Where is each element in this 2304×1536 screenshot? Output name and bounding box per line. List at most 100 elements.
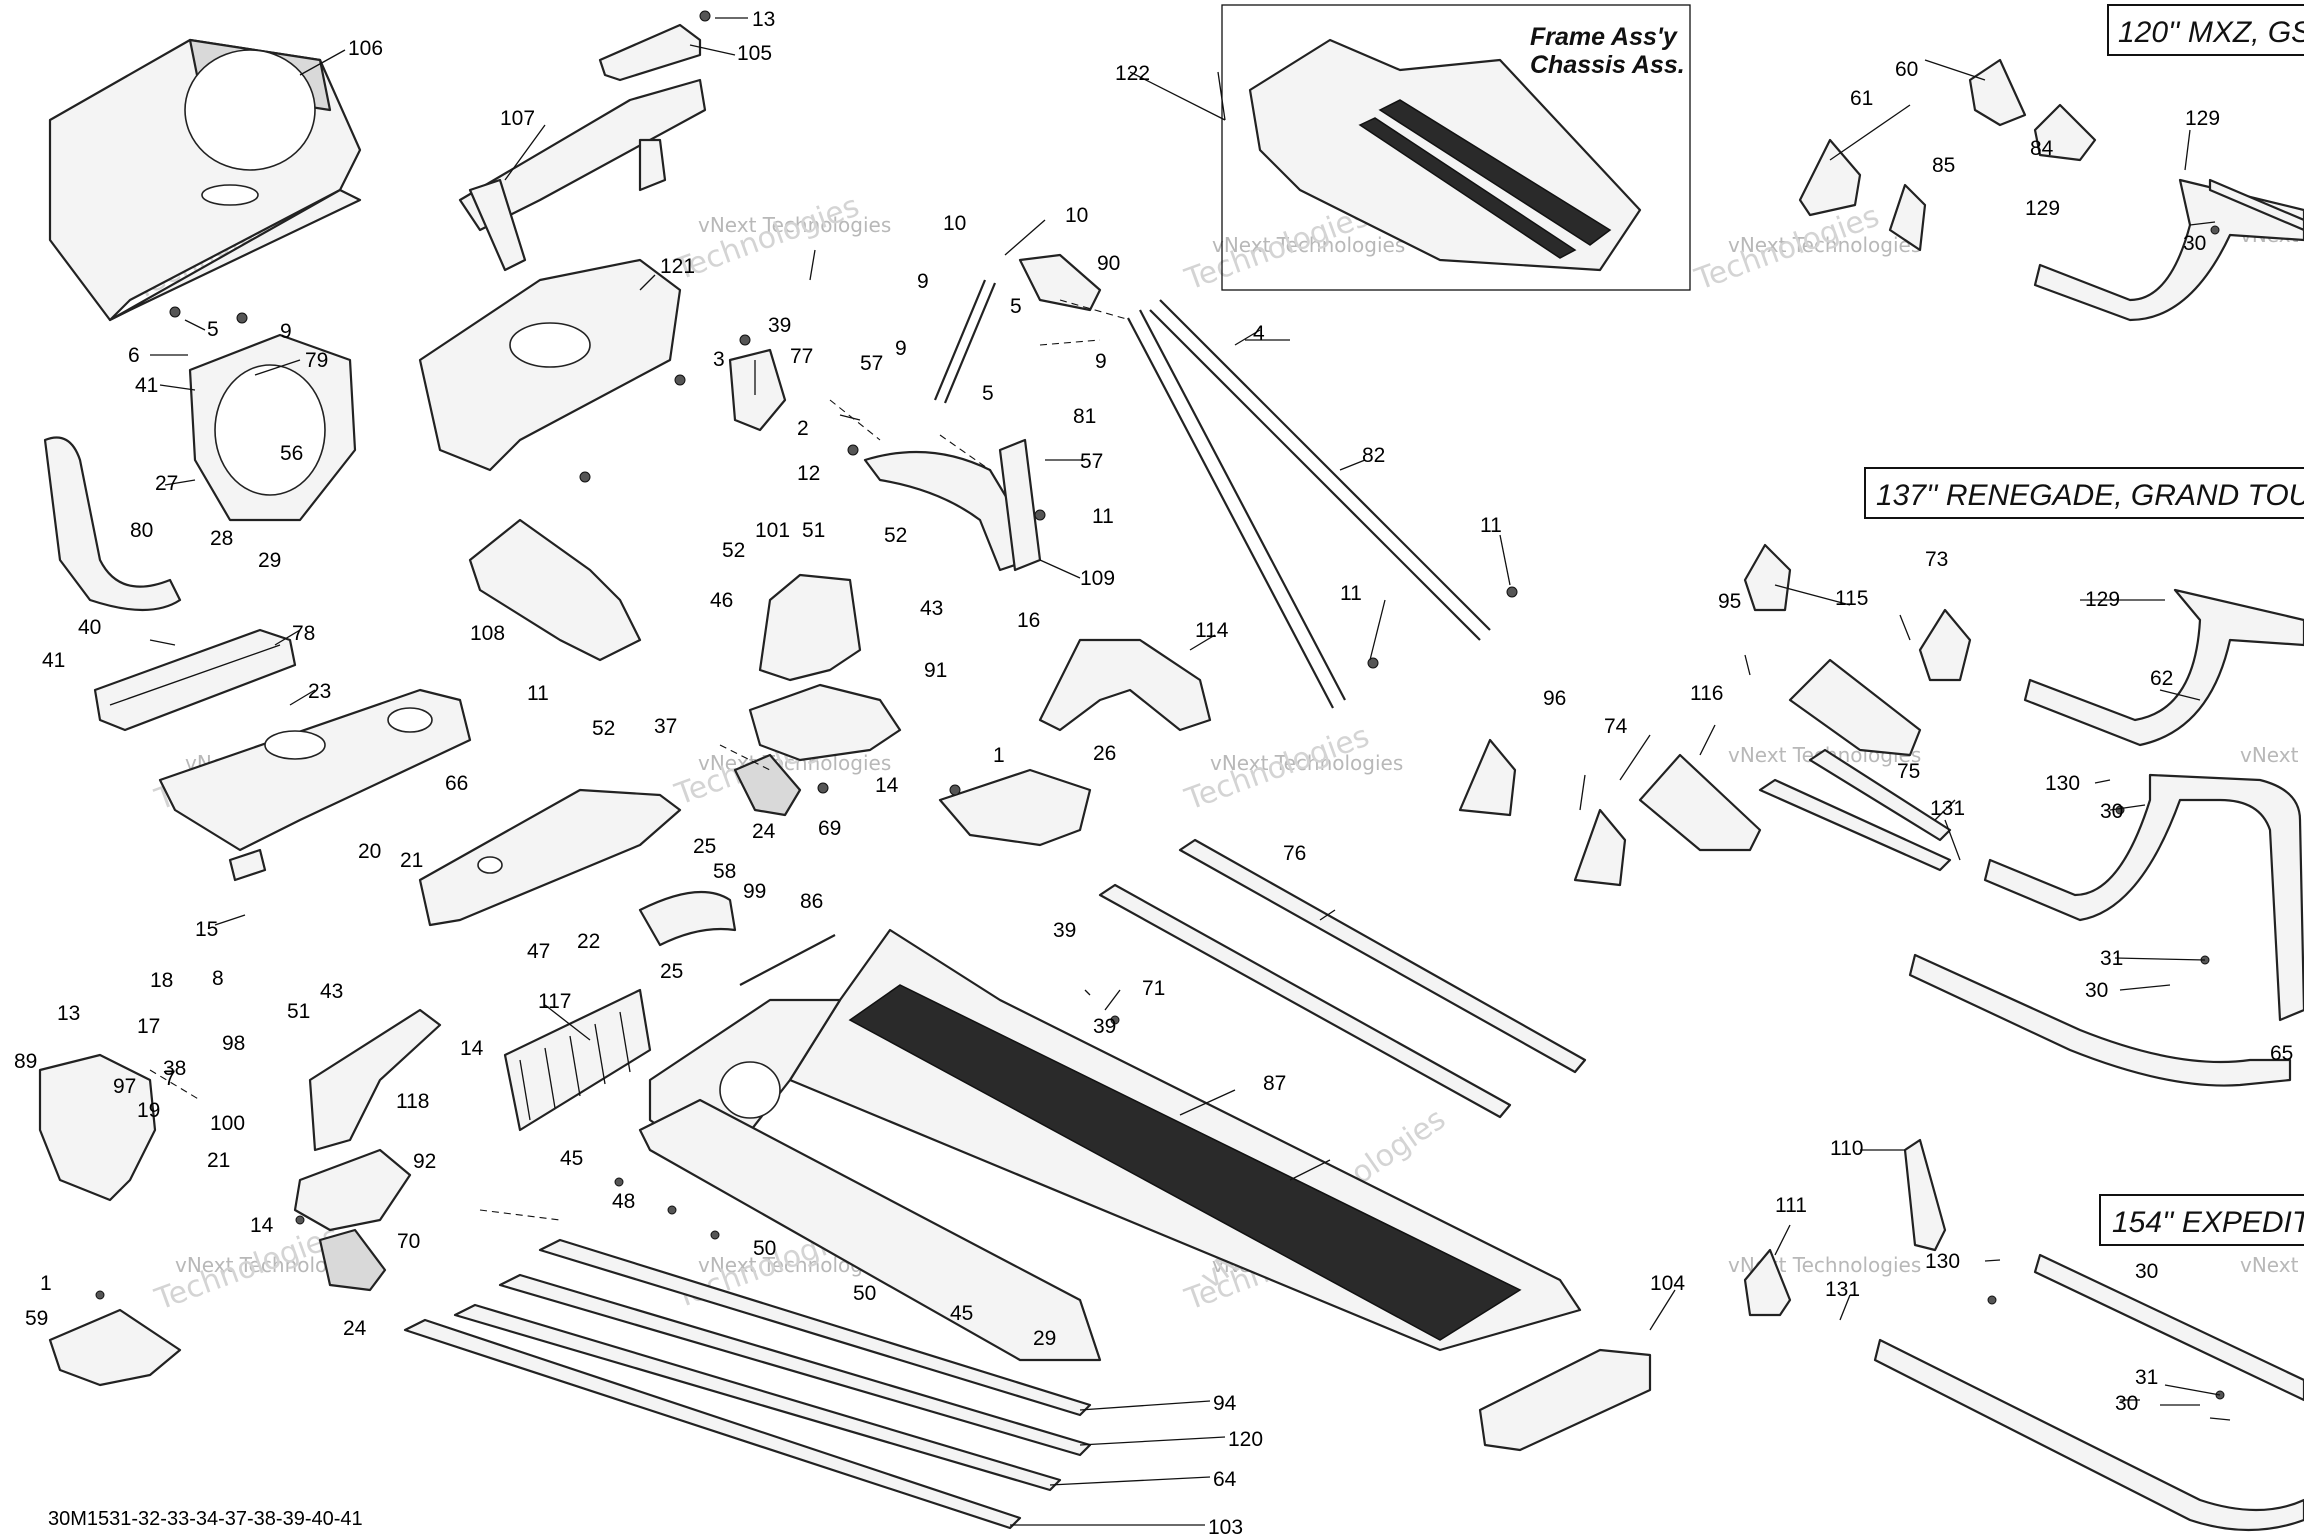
callout-label: 30 [2100,800,2123,823]
callout-label: 91 [924,659,947,682]
callout-label: 23 [308,680,331,703]
part-plate-78 [93,628,297,732]
callout-label: 87 [1263,1072,1286,1095]
callout-label: 21 [207,1149,230,1172]
callout-label: 6 [128,344,140,367]
callout-label: 107 [500,107,535,130]
callout-label: 30 [2135,1260,2158,1283]
part-bumper-120 [2033,178,2304,322]
inset-title-line2: Chassis Ass. [1530,51,1685,79]
callout-label: 71 [1142,977,1165,1000]
part-plate-91 [748,683,902,762]
callout-label: 76 [1283,842,1306,865]
part-bracket-108 [468,518,642,662]
callout-label: 51 [802,519,825,542]
watermark-text: Technologies [670,189,864,288]
part-plate-59 [48,1308,182,1387]
callout-label: 15 [195,918,218,941]
callout-label: 24 [343,1317,367,1340]
callout-label: 50 [853,1282,876,1305]
callout-label: 9 [895,337,907,360]
callout-label: 26 [1093,742,1116,765]
callout-label: 66 [445,772,468,795]
part-lower-rails [403,1238,1092,1530]
inset-frame-border [1221,4,1691,291]
callout-label: 24 [752,820,776,843]
callout-label: 47 [527,940,550,963]
part-bar-86 [739,934,836,986]
part-side-strip-29 [638,1098,1102,1362]
callout-label: 52 [592,717,615,740]
part-bracket-74 [1573,808,1627,887]
callout-label: 79 [305,349,328,372]
callout-label: 2 [797,417,809,440]
part-bracket-61 [1798,138,1862,217]
callout-label: 45 [560,1147,583,1170]
callout-label: 3 [713,348,725,371]
callout-label: 116 [1690,682,1723,705]
part-rail-75 [1758,748,1952,872]
callout-label: 9 [1095,350,1107,373]
callout-label: 9 [917,270,929,293]
callout-label: 43 [920,597,943,620]
callouts: 106 107 105 13 5 9 79 6 41 56 27 28 29 8… [14,8,2293,1536]
callout-label: 104 [1650,1272,1685,1295]
callout-label: 39 [1093,1015,1116,1038]
callout-label: 61 [1850,87,1873,110]
part-radiator-117 [503,988,652,1132]
callout-label: 121 [660,255,695,278]
inset-title-line1: Frame Ass'y [1530,23,1678,51]
callout-label: 41 [42,649,65,672]
callout-label: 38 [163,1057,186,1080]
callout-label: 27 [155,472,178,495]
callout-label: 1 [993,744,1005,767]
callout-label: 86 [800,890,823,913]
callout-label: 5 [1010,295,1022,318]
callout-label: 129 [2185,107,2220,130]
callout-label: 129 [2025,197,2060,220]
callout-label: 56 [280,442,303,465]
callout-label: 70 [397,1230,420,1253]
callout-label: 94 [1213,1392,1237,1415]
callout-label: 21 [400,849,423,872]
callout-label: 58 [713,860,736,883]
callout-label: 45 [950,1302,973,1325]
part-rear-bracket-104 [1478,1348,1652,1452]
callout-label: 5 [982,382,994,405]
callout-label: 115 [1835,587,1868,610]
callout-label: 59 [25,1307,48,1330]
callout-label: 97 [113,1075,136,1098]
fasteners [95,10,2225,1400]
callout-label: 99 [743,880,766,903]
part-rod-9 [933,279,997,404]
callout-label: 130 [2045,772,2080,795]
callout-label: 92 [413,1150,436,1173]
callout-label: 131 [1825,1278,1860,1301]
part-footrest-70 [318,1228,387,1292]
callout-label: 46 [710,589,733,612]
callout-label: 96 [1543,687,1566,710]
callout-label: 13 [57,1002,80,1025]
callout-label: 109 [1080,567,1115,590]
part-rail-76 [1178,838,1587,1074]
watermark-text: vNext Technologies [698,213,891,237]
callout-label: 95 [1718,590,1741,613]
part-floor-plate-23 [158,688,472,882]
callout-label: 7 [164,1067,176,1090]
part-bumper-154 [1873,1253,2304,1532]
watermark-text: vNext Technologies [2240,1253,2304,1277]
callout-label: 30 [2115,1392,2138,1415]
callout-label: 130 [1925,1250,1960,1273]
callout-label: 17 [137,1015,160,1038]
part-front-frame-106 [48,38,362,322]
callout-label: 31 [2100,947,2123,970]
callout-label: 39 [768,314,791,337]
inset-frame-drawing [1248,38,1642,272]
part-plate-115 [1788,658,1922,757]
part-front-bracket-79 [188,333,357,522]
callout-label: 52 [884,524,907,547]
callout-label: 105 [737,42,772,65]
callout-label: 100 [210,1112,245,1135]
section-label-154: 154'' EXPEDIT [2099,1194,2304,1246]
part-panel-21 [418,788,682,927]
